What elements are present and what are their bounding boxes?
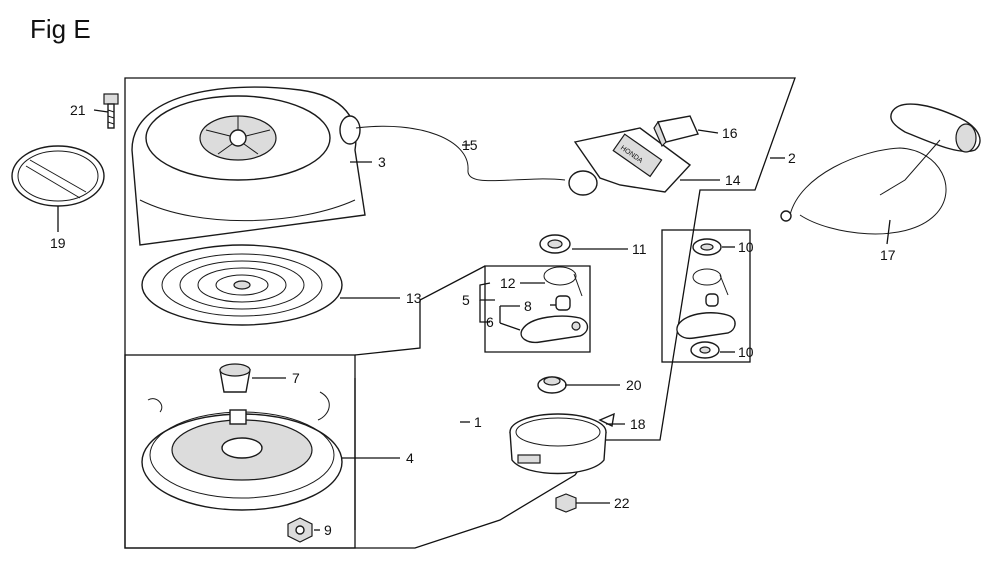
ratchet-box [484,265,591,353]
callout-3: 3 [378,154,386,170]
callout-5: 5 [462,292,470,308]
seal-ring-part [11,145,105,207]
reel-collar-part [219,363,251,393]
starter-reel-part [141,391,343,511]
callout-17: 17 [880,247,896,263]
ratchet-box-link [354,265,486,356]
callout-18: 18 [630,416,646,432]
callout-12: 12 [500,275,516,291]
grip-insert-part [653,115,699,148]
ratchet-spring-part [543,266,583,297]
collar-part [539,234,571,254]
figure-title: Fig E [30,14,91,44]
starter-case-part [131,86,366,246]
callout-15: 15 [462,137,478,153]
callout-14: 14 [725,172,741,188]
starter-pulley-part [509,412,615,475]
callout-21: 21 [70,102,86,118]
starter-rope-part [355,125,566,182]
callout-16: 16 [722,125,738,141]
reel-nut-part [287,517,313,543]
callout-7: 7 [292,370,300,386]
callout-22: 22 [614,495,630,511]
pulley-nut-part [555,493,577,513]
ratchet-kit-box [661,229,751,363]
rope-t-handle-part [780,103,981,235]
callout-6: 6 [486,314,494,330]
callout-1: 1 [474,414,482,430]
callout-19: 19 [50,235,66,251]
callout-10b: 10 [738,344,754,360]
callout-20: 20 [626,377,642,393]
callout-10a: 10 [738,239,754,255]
ratchet-pawl-part [520,315,589,344]
bolt-part [103,93,119,129]
flange-nut-part [537,376,567,394]
callout-4: 4 [406,450,414,466]
callout-8: 8 [524,298,532,314]
callout-9: 9 [324,522,332,538]
callout-labels: 21 19 3 15 16 14 2 17 11 12 5 8 6 10 10 … [50,102,896,538]
leader-lines [57,109,891,531]
guide-pin-part [555,295,571,311]
recoil-spring-part [141,244,343,326]
callout-2: 2 [788,150,796,166]
callout-11: 11 [632,241,647,257]
callout-13: 13 [406,290,422,306]
ratchet-kit-parts [676,238,736,359]
